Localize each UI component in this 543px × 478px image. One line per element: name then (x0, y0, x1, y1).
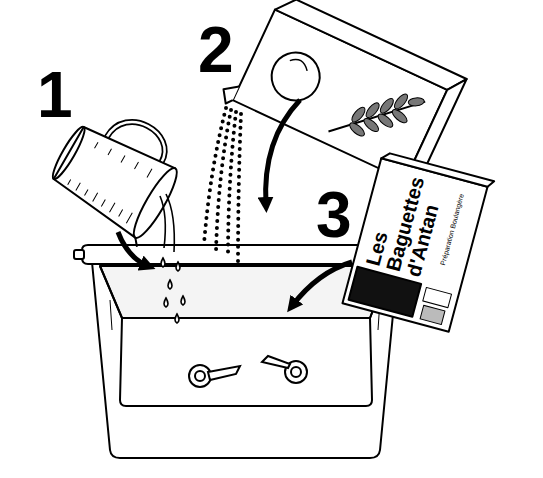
flour-stream (204, 108, 241, 266)
water (160, 194, 185, 323)
callout-number: 2 (198, 18, 234, 82)
kneading-paddle (189, 356, 307, 387)
bread-mix-package (342, 152, 494, 333)
callout-number: 3 (316, 183, 352, 247)
step-arrow (118, 100, 352, 306)
callout-number: 1 (37, 63, 73, 127)
flour-box (218, 0, 466, 191)
